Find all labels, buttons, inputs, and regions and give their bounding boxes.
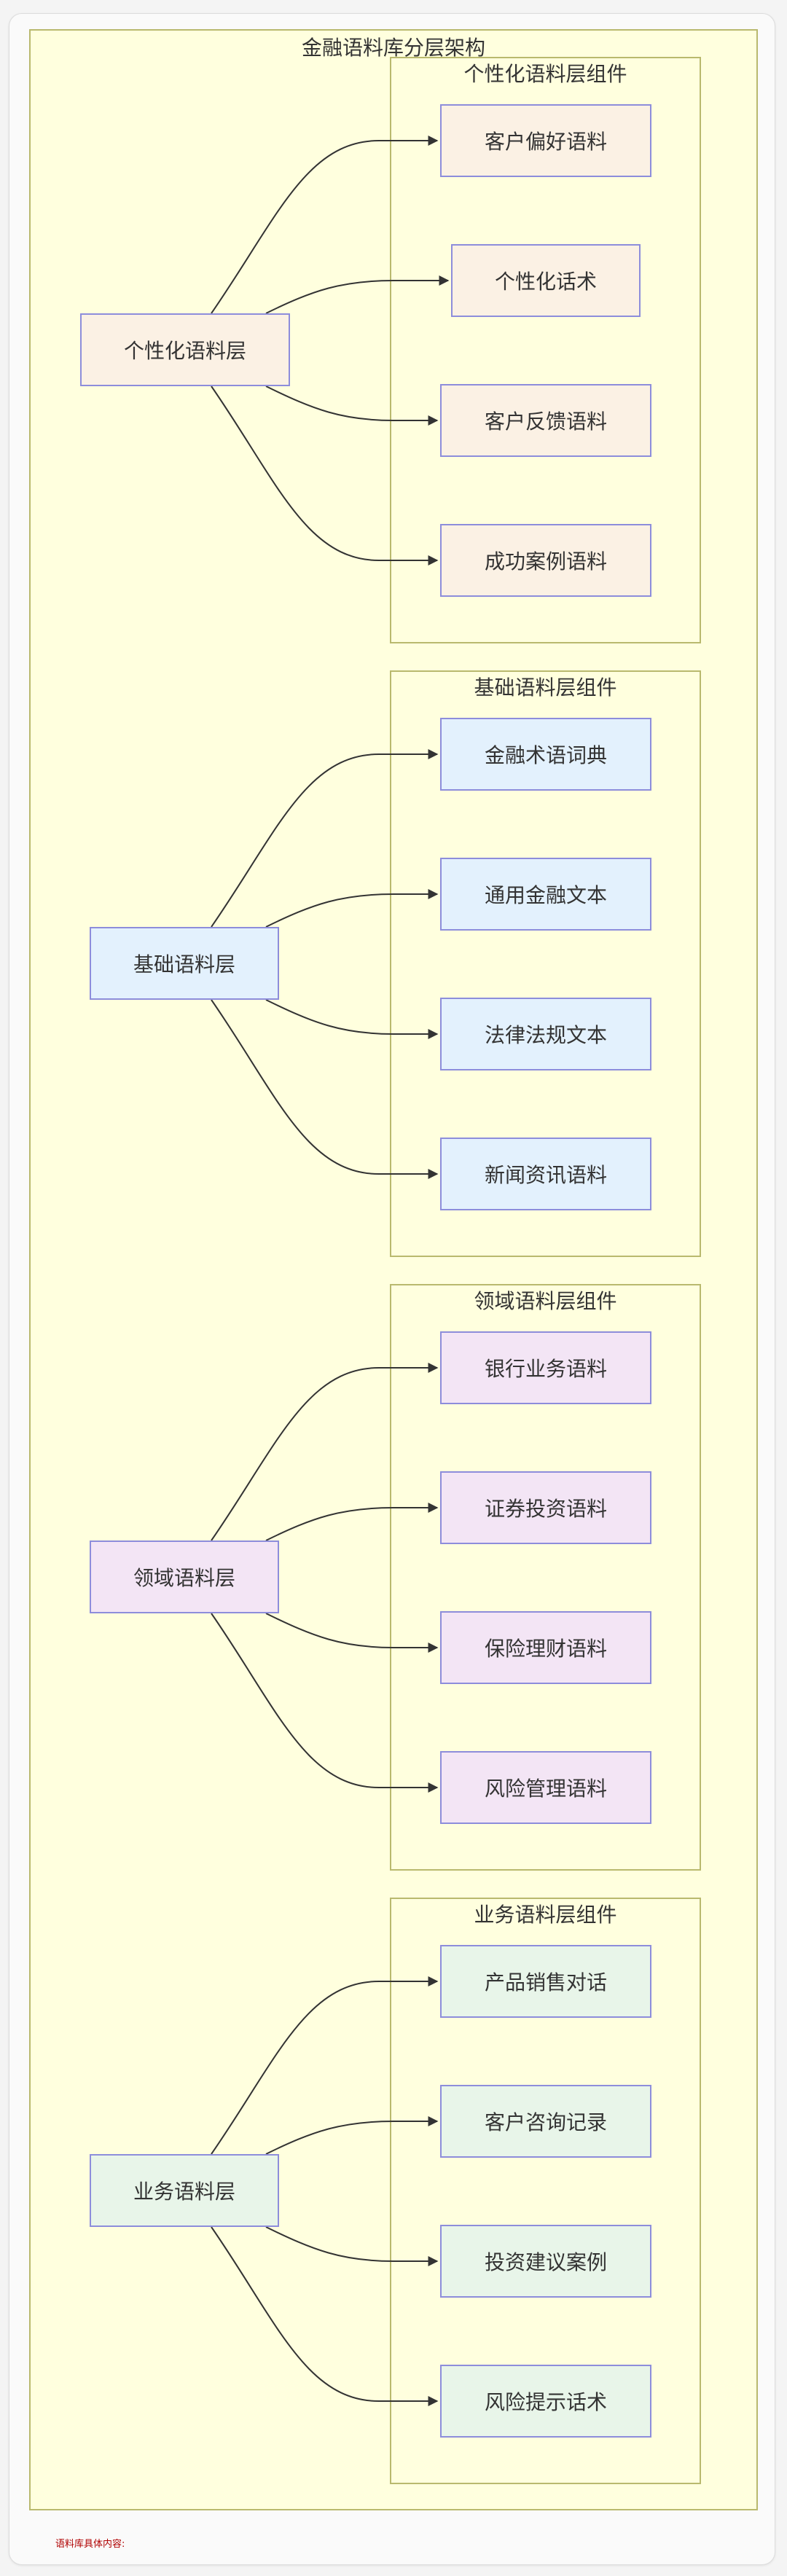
edge-business-to-item3 (265, 2226, 439, 2266)
edge-business-to-item1 (211, 1976, 439, 2155)
node-domain-layer: 领域语料层 (90, 1540, 279, 1613)
node-customer-feedback: 客户反馈语料 (440, 384, 651, 457)
diagram-title: 金融语料库分层架构 (301, 36, 485, 60)
node-risk-warning-script: 风险提示话术 (440, 2365, 651, 2438)
node-business-layer: 业务语料层 (90, 2154, 279, 2227)
group-title: 个性化语料层组件 (463, 62, 627, 86)
footnote: 语料库具体内容: (55, 2539, 125, 2550)
edge-basic-to-item2 (265, 889, 439, 928)
edge-personalized-to-item1 (211, 136, 439, 314)
node-finance-glossary: 金融术语词典 (440, 718, 651, 791)
node-securities-corpus: 证券投资语料 (440, 1471, 651, 1544)
edge-domain-to-item2 (265, 1503, 439, 1541)
edge-personalized-to-item2 (265, 275, 450, 314)
edge-domain-to-item4 (211, 1613, 439, 1793)
node-success-cases: 成功案例语料 (440, 524, 651, 597)
node-news-corpus: 新闻资讯语料 (440, 1138, 651, 1210)
node-banking-corpus: 银行业务语料 (440, 1331, 651, 1404)
edge-basic-to-item1 (211, 749, 439, 928)
node-insurance-corpus: 保险理财语料 (440, 1611, 651, 1684)
edge-business-to-item4 (211, 2226, 439, 2406)
group-title: 领域语料层组件 (474, 1289, 617, 1313)
node-personalized-script: 个性化话术 (451, 244, 641, 317)
group-title: 基础语料层组件 (474, 676, 617, 700)
edge-basic-to-item3 (265, 999, 439, 1039)
group-title: 业务语料层组件 (474, 1903, 617, 1927)
edge-domain-to-item3 (265, 1613, 439, 1653)
edge-basic-to-item4 (211, 999, 439, 1179)
edge-business-to-item2 (265, 2116, 439, 2155)
node-basic-layer: 基础语料层 (90, 927, 279, 1000)
node-legal-text: 法律法规文本 (440, 998, 651, 1070)
edge-domain-to-item1 (211, 1363, 439, 1541)
node-personalized-layer: 个性化语料层 (80, 313, 290, 386)
node-investment-advice: 投资建议案例 (440, 2225, 651, 2298)
node-general-finance-text: 通用金融文本 (440, 858, 651, 931)
node-customer-preference: 客户偏好语料 (440, 104, 651, 177)
node-customer-inquiry: 客户咨询记录 (440, 2085, 651, 2158)
node-product-sales-dialogue: 产品销售对话 (440, 1945, 651, 2018)
node-risk-corpus: 风险管理语料 (440, 1751, 651, 1824)
edge-personalized-to-item3 (265, 385, 439, 426)
edge-personalized-to-item4 (211, 385, 439, 565)
